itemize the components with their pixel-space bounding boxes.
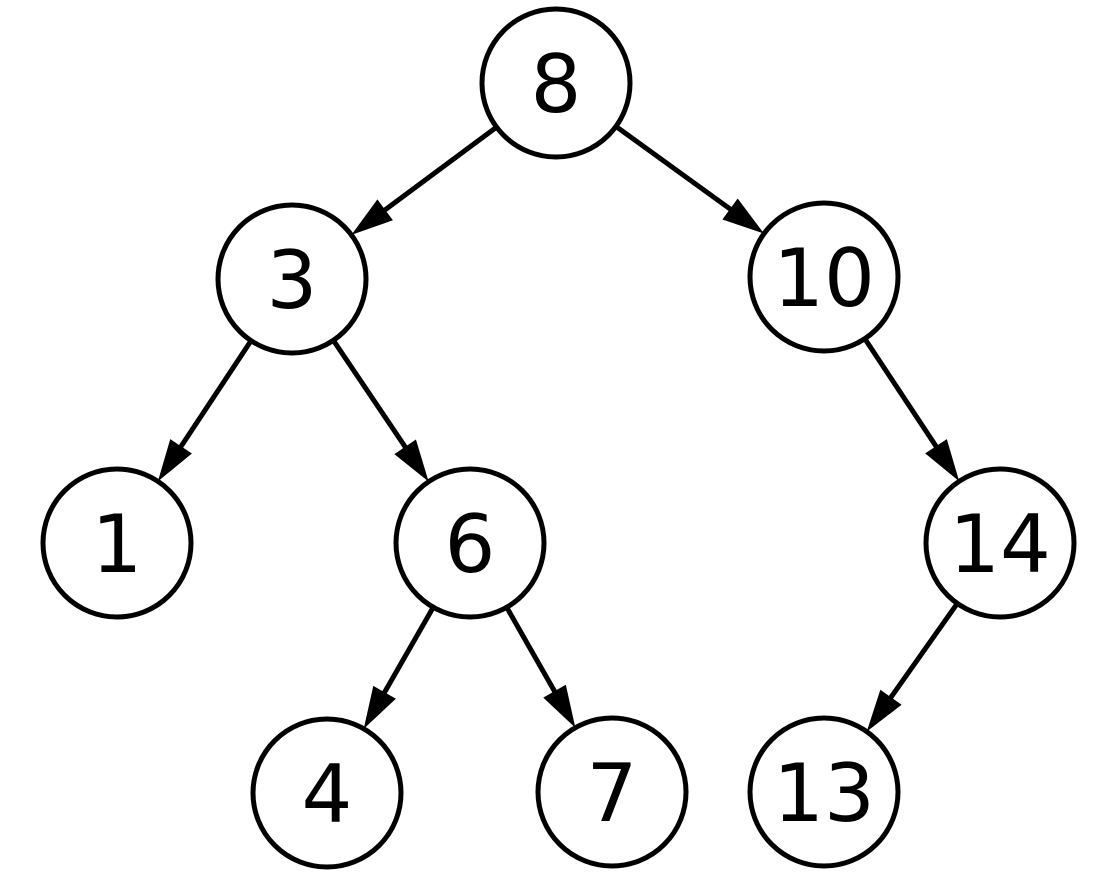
tree-edge-6-7 (504, 606, 576, 728)
edge-line (887, 601, 960, 701)
node-label: 3 (267, 234, 318, 327)
node-label: 7 (587, 747, 638, 840)
tree-node-8: 8 (479, 6, 633, 160)
arrowhead-icon (925, 439, 960, 482)
tree-node-7: 7 (535, 715, 689, 869)
node-circle (747, 200, 901, 354)
node-circle (535, 715, 689, 869)
tree-edge-3-1 (157, 339, 254, 482)
edge-line (614, 124, 734, 213)
node-label: 4 (302, 748, 353, 841)
edge-line (177, 339, 254, 450)
edge-line (504, 606, 558, 695)
tree-edge-14-13 (866, 601, 960, 732)
tree-edge-6-4 (363, 605, 436, 729)
node-label: 10 (773, 232, 875, 325)
edge-line (382, 125, 499, 214)
tree-edge-8-3 (351, 125, 499, 235)
nodes-layer: 8 3 10 1 6 14 4 7 13 (40, 6, 1077, 870)
node-circle (479, 6, 633, 160)
tree-node-4: 4 (250, 716, 404, 870)
edges-layer (157, 124, 960, 732)
arrowhead-icon (157, 439, 192, 482)
tree-node-1: 1 (40, 466, 194, 620)
node-label: 1 (92, 498, 143, 591)
arrowhead-icon (543, 684, 576, 728)
tree-edge-3-6 (331, 338, 429, 482)
tree-node-6: 6 (393, 466, 547, 620)
node-circle (393, 466, 547, 620)
node-label: 14 (949, 498, 1051, 591)
arrowhead-icon (363, 685, 396, 729)
node-circle (250, 716, 404, 870)
tree-node-13: 13 (747, 715, 901, 869)
node-label: 6 (445, 498, 496, 591)
node-circle (40, 466, 194, 620)
node-circle (747, 715, 901, 869)
tree-edge-10-14 (862, 337, 960, 482)
node-circle (923, 466, 1077, 620)
edge-line (381, 605, 436, 696)
arrowhead-icon (394, 439, 429, 482)
node-label: 13 (773, 747, 875, 840)
tree-node-14: 14 (923, 466, 1077, 620)
arrowhead-icon (722, 198, 765, 234)
node-circle (215, 202, 369, 356)
edge-line (862, 337, 940, 450)
tree-node-3: 3 (215, 202, 369, 356)
edge-line (331, 338, 409, 450)
node-label: 8 (531, 38, 582, 131)
arrowhead-icon (351, 199, 393, 235)
tree-edge-8-10 (614, 124, 765, 234)
arrowhead-icon (866, 689, 902, 732)
tree-node-10: 10 (747, 200, 901, 354)
